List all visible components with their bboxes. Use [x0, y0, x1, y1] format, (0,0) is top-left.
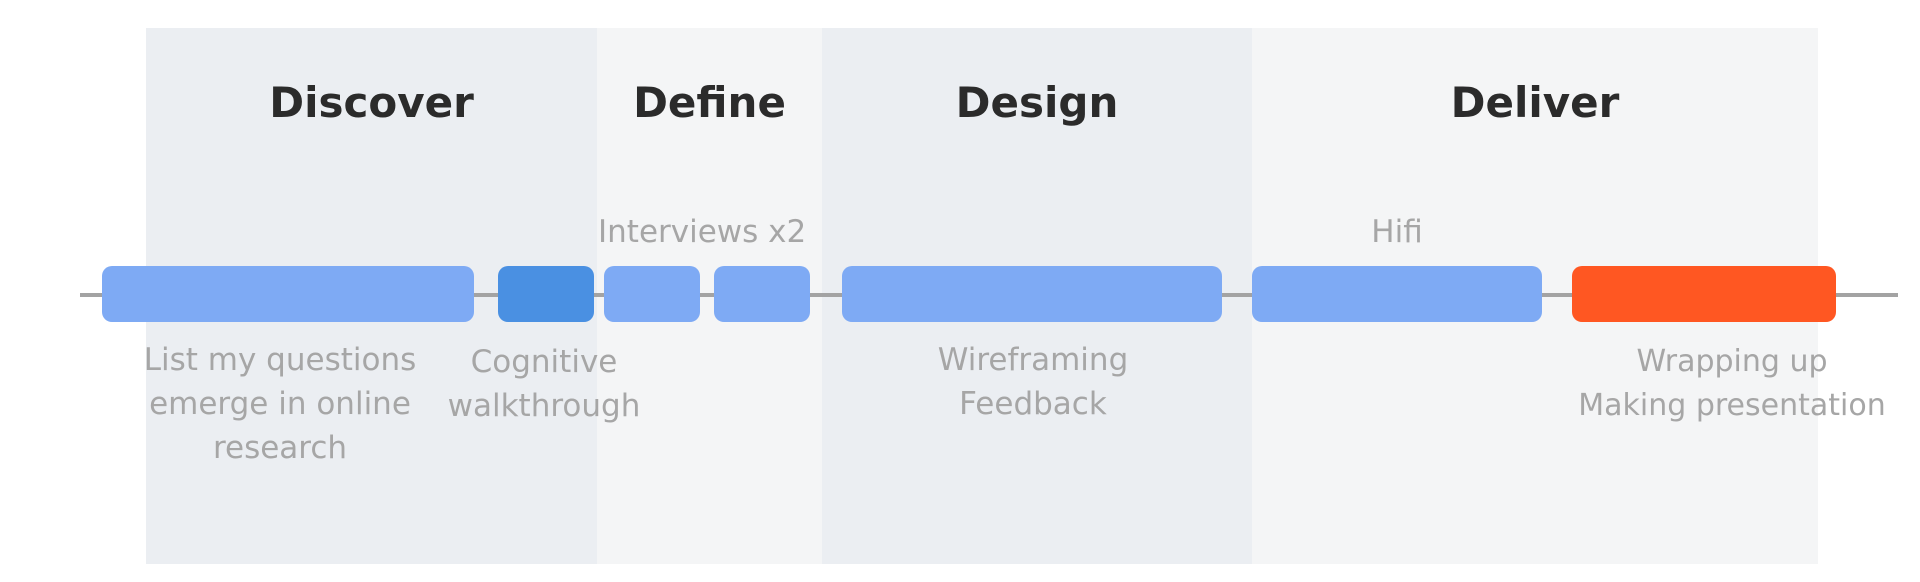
label-interviews: Interviews x2 [598, 214, 807, 250]
bar-online-research [102, 266, 474, 322]
bar-hifi [1252, 266, 1542, 322]
label-wireframing-line-2: Feedback [959, 386, 1107, 422]
label-online-research-line-2: emerge in online [149, 386, 411, 422]
label-cognitive-line-2: walkthrough [447, 388, 641, 424]
label-wrapping-line-1: Wrapping up [1636, 344, 1828, 379]
bar-wireframing [842, 266, 1222, 322]
label-wireframing-line-1: Wireframing [937, 342, 1129, 378]
label-cognitive-line-1: Cognitive [470, 344, 618, 380]
phase-title-design: Design [955, 78, 1119, 127]
bar-interview-2 [714, 266, 810, 322]
label-hifi: Hifi [1371, 214, 1423, 250]
label-online-research-line-3: research [212, 430, 348, 466]
bar-interview-1 [604, 266, 700, 322]
label-cognitive-walkthrough: Cognitive walkthrough [444, 340, 644, 428]
label-wrapping-up: Wrapping up Making presentation [1560, 340, 1904, 428]
label-online-research-line-1: List my questions [143, 342, 417, 378]
phase-title-deliver: Deliver [1450, 78, 1620, 127]
bar-wrapping-up [1572, 266, 1836, 322]
label-online-research: List my questions emerge in online resea… [140, 338, 420, 470]
label-wrapping-line-2: Making presentation [1578, 388, 1886, 423]
phase-title-define: Define [633, 78, 786, 127]
label-wireframing: Wireframing Feedback [913, 338, 1153, 426]
phase-title-discover: Discover [269, 78, 474, 127]
bar-cognitive-walkthrough [498, 266, 594, 322]
